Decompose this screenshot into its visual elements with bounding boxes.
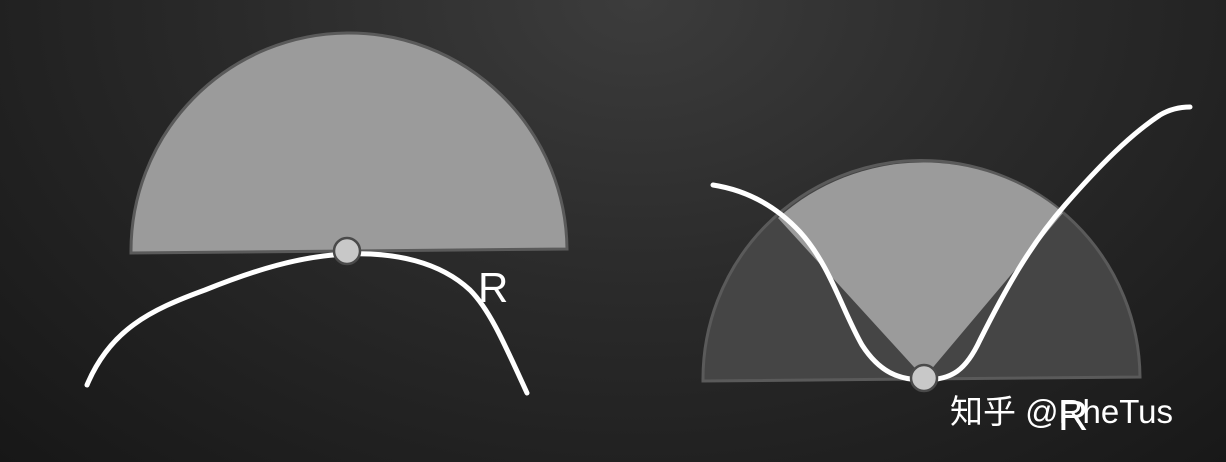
concave-surface-diagram: R [701, 104, 1193, 439]
convex-surface-curve [84, 251, 530, 396]
shading-point [909, 363, 939, 393]
shading-point [332, 236, 362, 266]
concave-surface-curve [710, 104, 1193, 383]
watermark-text: 知乎 @RheTus [950, 393, 1173, 430]
visible-cone [778, 162, 1063, 378]
convex-surface-diagram: R [84, 31, 569, 396]
label-r: R [1058, 392, 1088, 439]
label-r: R [478, 264, 508, 311]
visible-hemisphere [129, 31, 569, 255]
